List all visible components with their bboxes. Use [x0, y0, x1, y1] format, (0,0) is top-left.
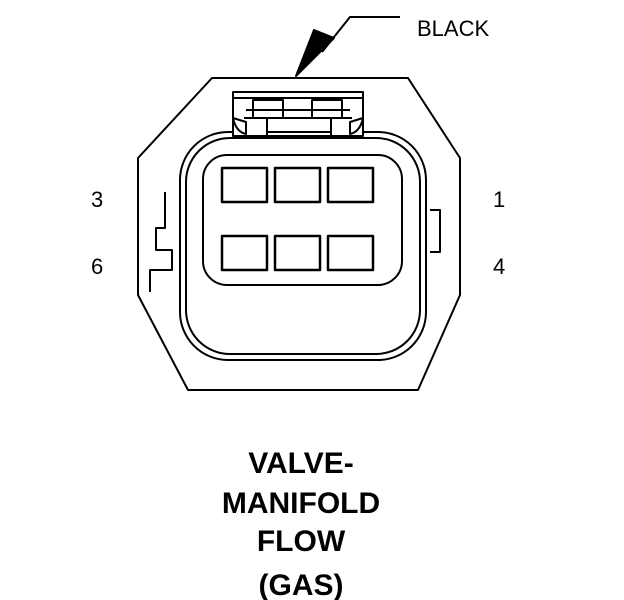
pin-label-3: 3 — [91, 187, 104, 212]
caption-line-1: VALVE- — [248, 447, 354, 480]
leader-arrowhead — [295, 29, 335, 77]
leader-line — [295, 16, 400, 77]
caption-line-3: FLOW — [256, 525, 346, 558]
inner-shroud-inner — [185, 137, 421, 355]
locking-latch — [232, 91, 364, 138]
caption-line-2: MANIFOLD — [221, 487, 381, 520]
left-side-tab — [149, 192, 173, 292]
pin-cavity — [220, 234, 269, 272]
pin-label-4: 4 — [493, 254, 506, 279]
pin-label-6: 6 — [91, 254, 104, 279]
pin-cavity — [273, 234, 322, 272]
pin-cavity — [273, 166, 322, 204]
wire-color-label: BLACK — [417, 16, 490, 41]
pin-cavity — [326, 234, 375, 272]
pin-cavity — [220, 166, 269, 204]
terminal-face — [202, 154, 403, 286]
pin-cavities — [220, 166, 375, 272]
connector-housing-outline — [137, 77, 461, 391]
inner-shroud-outer — [179, 131, 427, 361]
pin-label-1: 1 — [493, 187, 506, 212]
caption-line-4: (GAS) — [258, 569, 344, 600]
right-side-tab — [430, 209, 441, 253]
pin-cavity — [326, 166, 375, 204]
